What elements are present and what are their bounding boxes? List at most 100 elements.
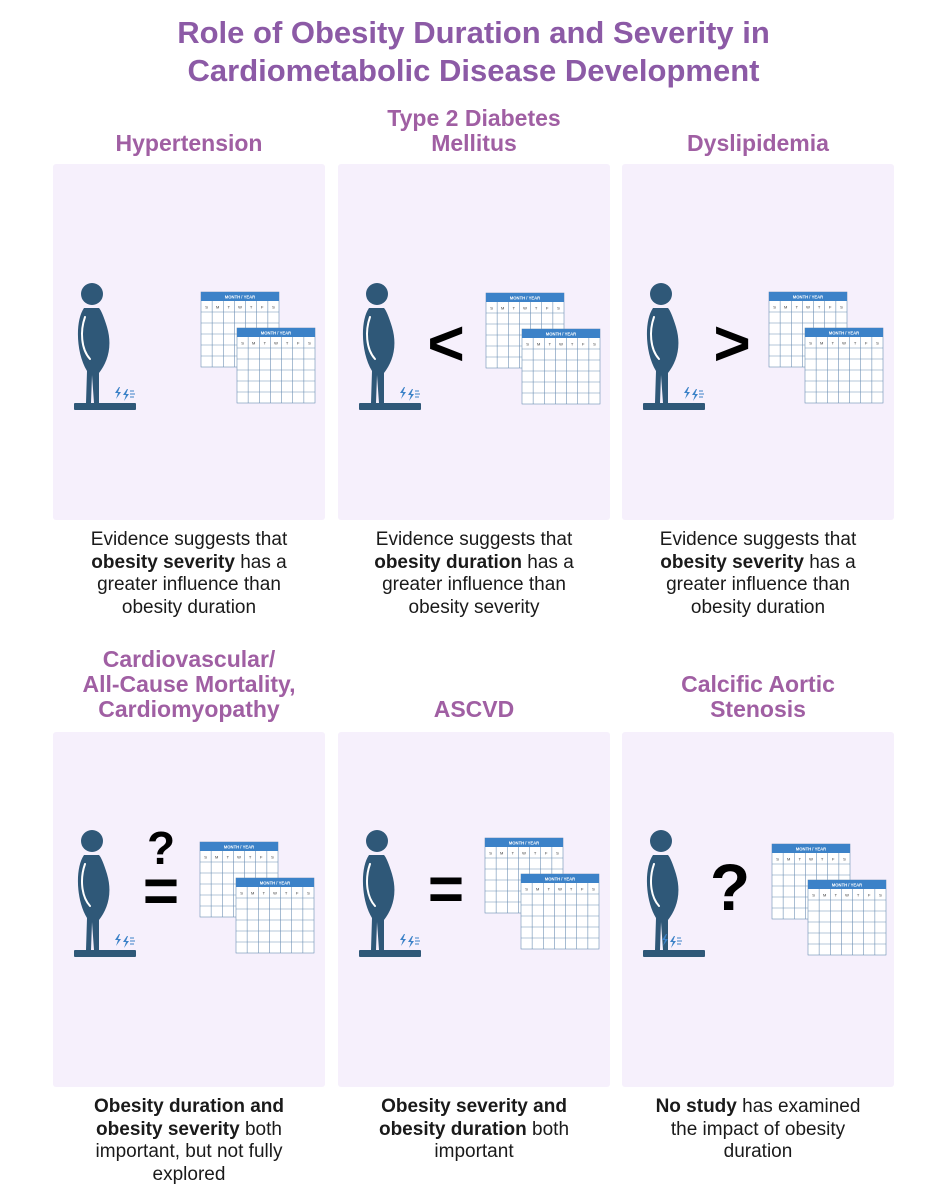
lightning-icon — [684, 387, 704, 401]
calendar-day-label: F — [829, 305, 832, 310]
calendar-header-bar — [808, 880, 886, 889]
calendar-day-label: W — [238, 305, 242, 310]
calendar-day-label: S — [205, 305, 208, 310]
caption-line: No study has examined — [618, 1096, 898, 1119]
comparison-symbol: < — [427, 307, 464, 379]
calendar-header-text: MONTH / YEAR — [509, 841, 539, 846]
calendar-day-label: S — [843, 857, 846, 862]
calendar-day-label: S — [809, 341, 812, 346]
calendar-day-label: M — [537, 342, 540, 347]
caption-text: has examined — [736, 1096, 861, 1117]
calendar-day-label: T — [835, 893, 838, 898]
panel-heading-line: All-Cause Mortality, — [82, 671, 296, 697]
person-on-scale-icon — [643, 830, 705, 957]
calendar-day-label: S — [489, 851, 492, 856]
caption-text: has a — [522, 551, 574, 573]
calendar-day-label: S — [307, 891, 310, 896]
calendar-day-label: M — [501, 306, 504, 311]
lightning-icon — [400, 934, 420, 948]
caption-text: greater influence than — [382, 574, 566, 595]
calendar-header-bar — [200, 842, 278, 851]
caption-line: obesity duration — [618, 597, 898, 620]
person-on-scale-icon — [643, 283, 705, 410]
caption-text: obesity severity — [408, 596, 540, 618]
caption-text: has a — [803, 551, 856, 573]
calendar-day-label: W — [237, 855, 241, 860]
calendar-day-label: F — [545, 851, 548, 856]
calendar-day-label: T — [832, 341, 835, 346]
person-on-scale-icon — [74, 283, 136, 410]
page-title-line-1: Role of Obesity Duration and Severity in — [177, 15, 770, 50]
calendar-day-label: F — [546, 306, 549, 311]
calendar-header-bar — [522, 329, 600, 338]
calendar-day-label: M — [784, 305, 787, 310]
calendar-day-label: M — [787, 857, 790, 862]
panel-heading: ASCVD — [324, 697, 624, 722]
caption-text: Evidence suggests that — [90, 529, 288, 550]
calendar-day-label: S — [272, 305, 275, 310]
caption-text: greater influence than — [666, 574, 850, 595]
panel-heading-line: Calcific Aortic — [681, 671, 835, 697]
panel-heading-line: Mellitus — [431, 130, 517, 156]
calendar-day-label: T — [512, 851, 515, 856]
calendar-header-text: MONTH / YEAR — [224, 845, 254, 850]
calendar-day-label: M — [820, 341, 823, 346]
panel-heading-line: Dyslipidemia — [687, 130, 829, 156]
calendar-day-label: S — [879, 893, 882, 898]
calendar-header-bar — [486, 293, 564, 302]
calendar-day-label: W — [523, 306, 527, 311]
calendar-day-label: T — [821, 857, 824, 862]
caption-emphasis: No study — [655, 1096, 737, 1117]
calendar-day-label: F — [832, 857, 835, 862]
calendar-day-label: M — [500, 851, 503, 856]
calendar-day-label: M — [252, 341, 255, 346]
caption-emphasis: Obesity duration and — [93, 1096, 285, 1117]
caption-text: obesity duration — [121, 596, 257, 618]
calendar-day-label: M — [216, 305, 219, 310]
equals-symbol: = — [428, 855, 464, 924]
calendar-day-label: T — [534, 851, 537, 856]
calendar-day-label: M — [823, 893, 826, 898]
calendar-day-label: T — [285, 891, 288, 896]
caption-text: has a — [234, 551, 287, 573]
calendar-header-bar — [805, 328, 883, 337]
caption-emphasis: obesity duration — [378, 1118, 527, 1140]
calendar-day-label: S — [526, 342, 529, 347]
caption-text: Evidence suggests that — [659, 529, 857, 550]
caption-line: obesity severity both — [49, 1119, 329, 1142]
calendar-header-text: MONTH / YEAR — [793, 295, 823, 300]
caption-text: explored — [152, 1163, 226, 1185]
calendar-day-label: S — [840, 305, 843, 310]
calendar-day-label: W — [842, 341, 846, 346]
caption-text: important, but not fully — [95, 1141, 283, 1162]
caption-line: greater influence than — [49, 574, 329, 597]
calendar-day-label: S — [525, 887, 528, 892]
caption-emphasis: obesity duration — [374, 551, 523, 573]
caption-line: the impact of obesity — [618, 1119, 898, 1142]
caption-text: the impact of obesity — [670, 1118, 846, 1140]
calendar-day-label: W — [522, 851, 526, 856]
calendar-day-label: T — [250, 305, 253, 310]
calendar-day-label: T — [264, 341, 267, 346]
caption-emphasis: obesity severity — [660, 551, 804, 573]
panel-heading-line: Type 2 Diabetes — [387, 105, 561, 131]
calendar-header-text: MONTH / YEAR — [225, 295, 255, 300]
caption-text: duration — [723, 1141, 793, 1162]
lightning-icon — [400, 387, 420, 401]
calendar-day-label: F — [297, 341, 300, 346]
